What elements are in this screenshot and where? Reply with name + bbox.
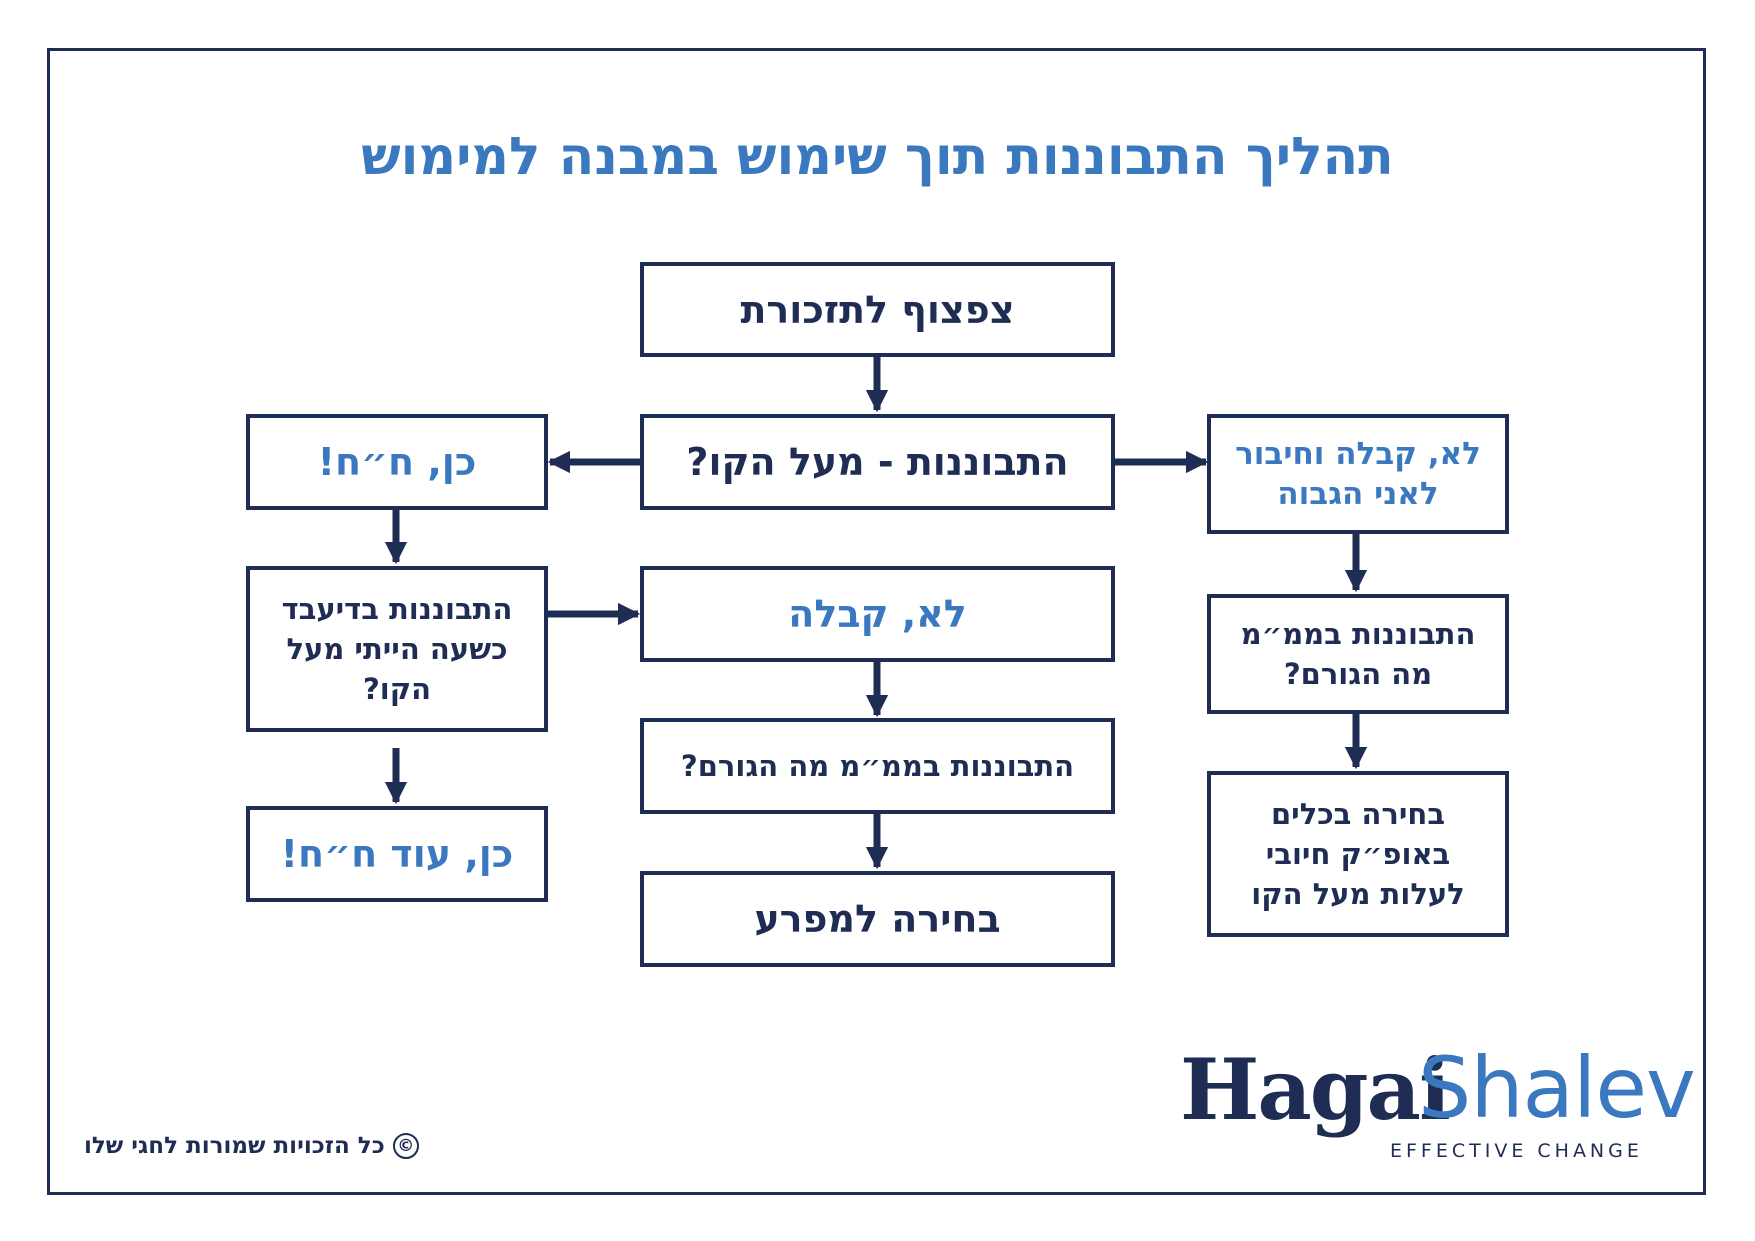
logo-name-last: Shalev	[1418, 1039, 1696, 1137]
box-no-accept-connect: לא, קבלה וחיבור לאני הגבוה	[1207, 414, 1509, 534]
logo-name-first: Hagai	[1180, 1040, 1451, 1139]
box-hindsight-label: התבוננות בדיעבד כשעה הייתי מעל הקו?	[281, 592, 513, 706]
box-tools-choice-label: בחירה בכלים באופ״ק חיובי לעלות מעל הקו	[1251, 797, 1465, 911]
box-hindsight: התבוננות בדיעבד כשעה הייתי מעל הקו?	[246, 566, 548, 732]
box-reminder-label: צפצוף לתזכורת	[740, 287, 1015, 332]
box-cause-center: התבוננות בממ״מ מה הגורם?	[640, 718, 1115, 814]
hagai-shalev-logo: Hagai Shalev EFFECTIVE CHANGE	[1180, 1039, 1696, 1162]
box-choose-retro-label: בחירה למפרע	[754, 897, 1001, 941]
copyright-text: כל הזכויות שמורות לחגי שלו	[84, 1133, 385, 1159]
page-frame	[47, 48, 1706, 1195]
box-above-line-question-label: התבוננות - מעל הקו?	[686, 440, 1069, 484]
box-no-accept-connect-label: לא, קבלה וחיבור לאני הגבוה	[1235, 436, 1481, 512]
box-yes-more-ok-label: כן, עוד ח״ח!	[280, 832, 514, 876]
box-reminder: צפצוף לתזכורת	[640, 262, 1115, 357]
box-cause-right-label: התבוננות בממ״מ מה הגורם?	[1240, 617, 1476, 691]
box-yes-more-ok: כן, עוד ח״ח!	[246, 806, 548, 902]
box-yes-ok: כן, ח״ח!	[246, 414, 548, 510]
copyright-icon: ©	[392, 1133, 419, 1159]
box-above-line-question: התבוננות - מעל הקו?	[640, 414, 1115, 510]
diagram-title: תהליך התבוננות תוך שימוש במבנה למימוש	[361, 127, 1394, 187]
box-yes-ok-label: כן, ח״ח!	[317, 440, 477, 484]
logo-tagline: EFFECTIVE CHANGE	[1390, 1140, 1643, 1162]
box-no-accept: לא, קבלה	[640, 566, 1115, 662]
box-tools-choice: בחירה בכלים באופ״ק חיובי לעלות מעל הקו	[1207, 771, 1509, 937]
box-cause-right: התבוננות בממ״מ מה הגורם?	[1207, 594, 1509, 714]
box-choose-retro: בחירה למפרע	[640, 871, 1115, 967]
copyright-notice: © כל הזכויות שמורות לחגי שלו	[84, 1133, 419, 1159]
box-cause-center-label: התבוננות בממ״מ מה הגורם?	[680, 749, 1075, 783]
box-no-accept-label: לא, קבלה	[788, 592, 967, 636]
